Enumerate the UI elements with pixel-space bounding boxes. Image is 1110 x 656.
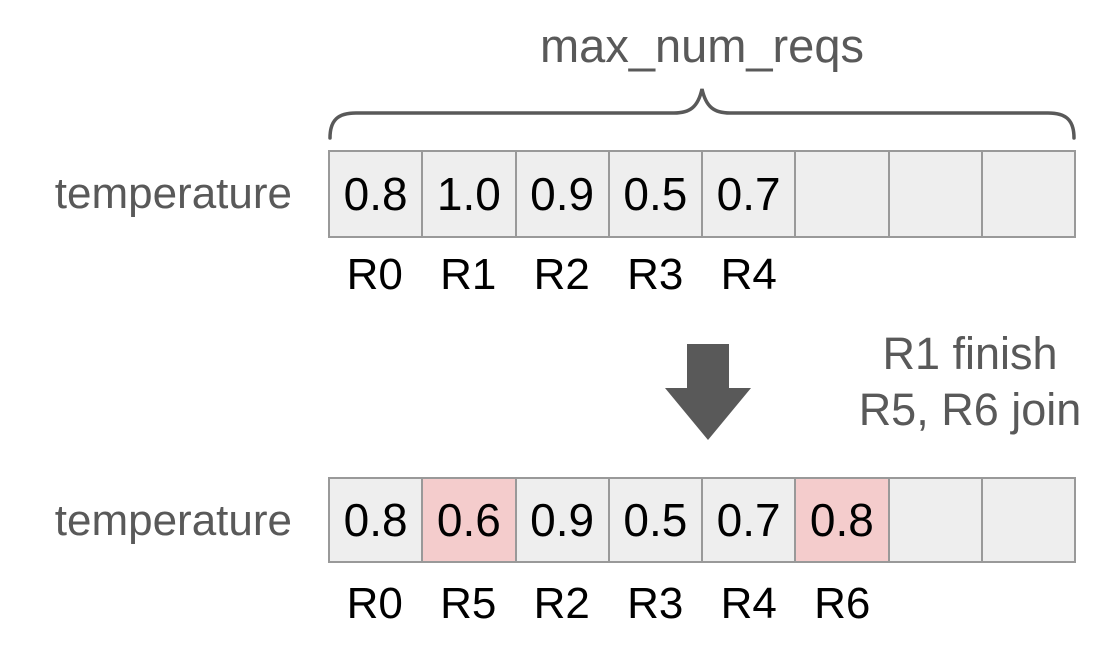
request-label: R6 bbox=[814, 579, 871, 628]
array-cell: 0.7 bbox=[703, 152, 797, 236]
array-cell: 0.8 bbox=[796, 479, 890, 561]
array-cell bbox=[982, 152, 1074, 236]
array-cell: 0.6 bbox=[423, 479, 517, 561]
array-cell: 0.5 bbox=[609, 479, 703, 561]
temperature-row-label-after: temperature bbox=[54, 496, 292, 545]
array-cell bbox=[889, 152, 983, 236]
array-cell: 0.5 bbox=[609, 152, 703, 236]
request-labels-before: R0 R1 R2 R3 R4 bbox=[328, 250, 1076, 300]
temperature-array-after: 0.8 0.6 0.9 0.5 0.7 0.8 bbox=[328, 477, 1076, 563]
array-cell bbox=[796, 152, 890, 236]
array-cell: 1.0 bbox=[423, 152, 517, 236]
request-label bbox=[889, 579, 983, 629]
request-label: R5 bbox=[440, 579, 497, 628]
request-label: R2 bbox=[533, 250, 590, 299]
temperature-row-label-before: temperature bbox=[54, 169, 292, 218]
request-label: R3 bbox=[627, 250, 684, 299]
request-label: R2 bbox=[533, 579, 590, 628]
request-label: R4 bbox=[720, 579, 777, 628]
request-label bbox=[796, 250, 890, 300]
transition-note-line1: R1 finish bbox=[882, 328, 1058, 379]
request-label: R0 bbox=[346, 250, 403, 299]
array-cell bbox=[889, 479, 983, 561]
transition-note: R1 finish R5, R6 join bbox=[843, 326, 1097, 438]
transition-note-line2: R5, R6 join bbox=[858, 384, 1082, 435]
array-cell: 0.8 bbox=[330, 479, 424, 561]
array-cell: 0.7 bbox=[703, 479, 797, 561]
request-label bbox=[889, 250, 983, 300]
request-label bbox=[983, 579, 1077, 629]
max-num-reqs-label: max_num_reqs bbox=[540, 19, 864, 72]
request-label: R0 bbox=[346, 579, 403, 628]
array-cell: 0.9 bbox=[516, 479, 610, 561]
temperature-array-before: 0.8 1.0 0.9 0.5 0.7 bbox=[328, 150, 1076, 238]
request-label: R4 bbox=[720, 250, 777, 299]
array-cell bbox=[982, 479, 1074, 561]
request-labels-after: R0 R5 R2 R3 R4 R6 bbox=[328, 579, 1076, 629]
curly-brace-icon bbox=[328, 88, 1076, 140]
down-arrow-icon bbox=[665, 344, 751, 440]
array-cell: 0.9 bbox=[516, 152, 610, 236]
array-cell: 0.8 bbox=[330, 152, 424, 236]
request-label: R1 bbox=[440, 250, 497, 299]
request-label: R3 bbox=[627, 579, 684, 628]
request-label bbox=[983, 250, 1077, 300]
